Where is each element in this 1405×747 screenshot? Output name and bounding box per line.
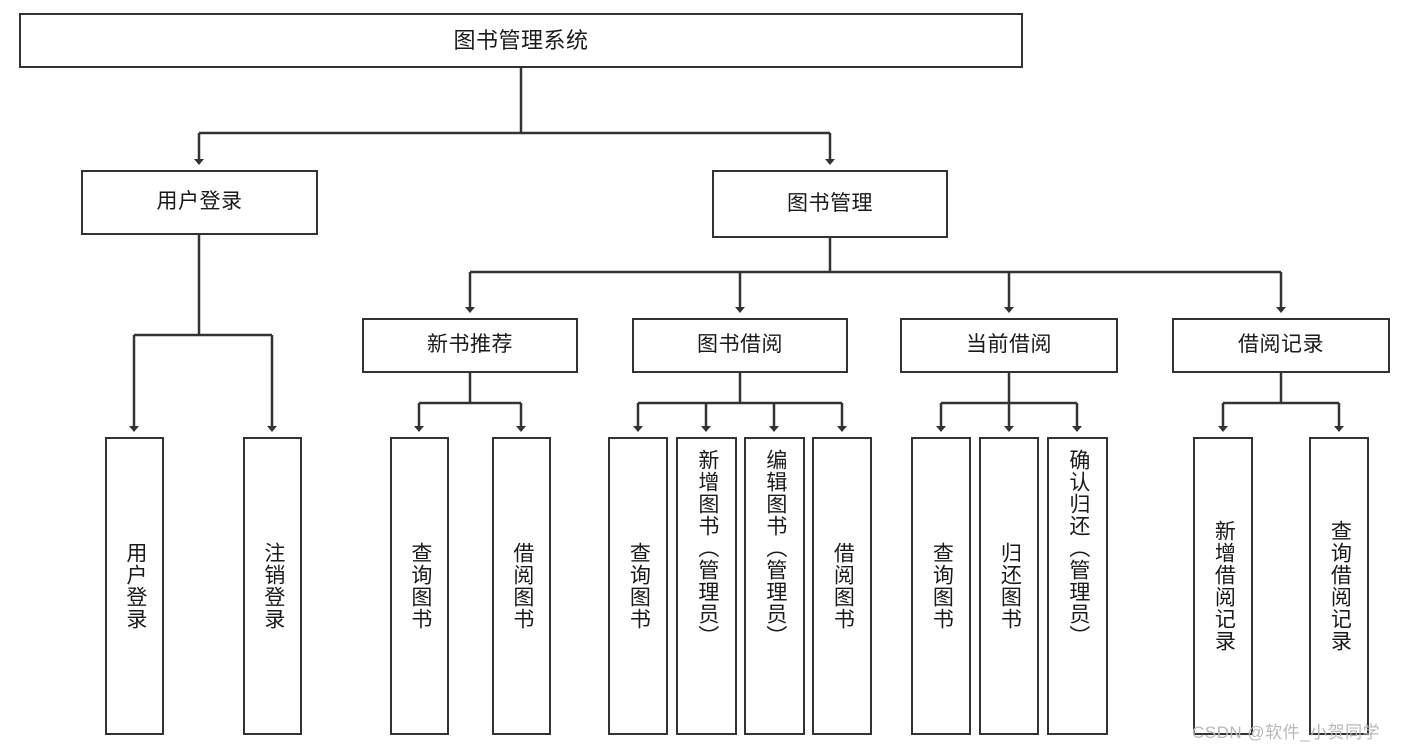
node-book-borrow-label: 图书借阅 <box>697 333 783 357</box>
leaf-add-borrow-record[interactable]: 新增借阅记录 <box>1193 437 1253 735</box>
leaf-add-book-label: 新增图书（管理员） <box>695 449 719 647</box>
leaf-query-book-borrow[interactable]: 查询图书 <box>608 437 668 735</box>
leaf-borrow-book-recommend[interactable]: 借阅图书 <box>492 437 551 735</box>
leaf-query-book-recommend[interactable]: 查询图书 <box>390 437 449 735</box>
leaf-query-book-current[interactable]: 查询图书 <box>911 437 971 735</box>
node-current-borrow[interactable]: 当前借阅 <box>900 318 1118 373</box>
leaf-logout-login[interactable]: 注销登录 <box>243 437 302 735</box>
node-root-system-label: 图书管理系统 <box>453 27 589 53</box>
leaf-user-login-label: 用户登录 <box>123 542 147 630</box>
node-user-login[interactable]: 用户登录 <box>81 170 318 235</box>
leaf-query-borrow-record-label: 查询借阅记录 <box>1328 520 1352 652</box>
leaf-edit-book-label: 编辑图书（管理员） <box>763 449 787 647</box>
leaf-edit-book[interactable]: 编辑图书（管理员） <box>744 437 805 735</box>
node-book-manage-label: 图书管理 <box>787 191 873 215</box>
leaf-borrow-book-recommend-label: 借阅图书 <box>510 542 534 630</box>
leaf-return-book[interactable]: 归还图书 <box>979 437 1039 735</box>
node-user-login-label: 用户登录 <box>156 190 243 214</box>
leaf-return-book-label: 归还图书 <box>998 542 1022 630</box>
node-book-borrow[interactable]: 图书借阅 <box>632 318 848 373</box>
leaf-query-book-borrow-label: 查询图书 <box>627 542 651 630</box>
leaf-logout-login-label: 注销登录 <box>261 542 285 630</box>
leaf-query-book-recommend-label: 查询图书 <box>408 542 432 630</box>
leaf-add-book[interactable]: 新增图书（管理员） <box>676 437 737 735</box>
leaf-add-borrow-record-label: 新增借阅记录 <box>1212 520 1236 652</box>
node-book-manage[interactable]: 图书管理 <box>712 170 948 238</box>
leaf-borrow-book[interactable]: 借阅图书 <box>812 437 872 735</box>
node-borrow-record-label: 借阅记录 <box>1238 333 1324 357</box>
leaf-confirm-return[interactable]: 确认归还（管理员） <box>1047 437 1108 735</box>
leaf-query-borrow-record[interactable]: 查询借阅记录 <box>1309 437 1369 735</box>
node-new-book-recommend[interactable]: 新书推荐 <box>362 318 578 373</box>
node-new-book-recommend-label: 新书推荐 <box>427 333 513 357</box>
leaf-user-login[interactable]: 用户登录 <box>105 437 164 735</box>
csdn-watermark: CSDN @软件_小贺同学 <box>1192 723 1381 742</box>
node-root-system[interactable]: 图书管理系统 <box>19 13 1023 68</box>
leaf-borrow-book-label: 借阅图书 <box>831 542 855 630</box>
leaf-query-book-current-label: 查询图书 <box>930 542 954 630</box>
node-borrow-record[interactable]: 借阅记录 <box>1172 318 1390 373</box>
node-current-borrow-label: 当前借阅 <box>966 333 1052 357</box>
leaf-confirm-return-label: 确认归还（管理员） <box>1066 449 1090 647</box>
